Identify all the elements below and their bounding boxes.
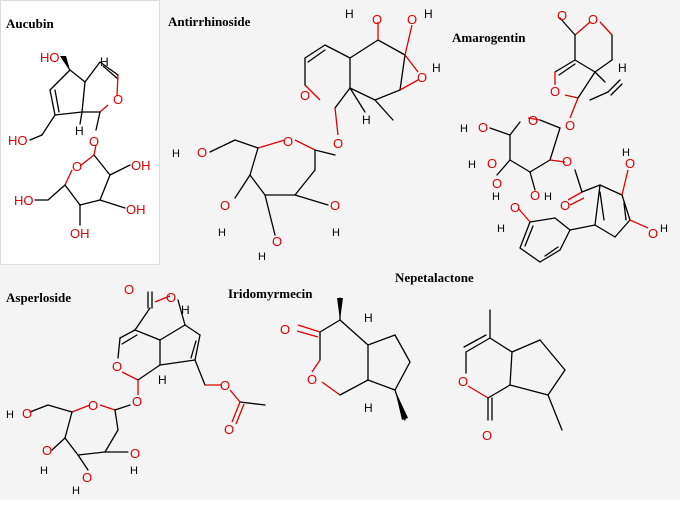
antirr-h-7: H [332,227,340,239]
antirr-o-7: O [330,198,340,213]
amaro-o-5: O [492,176,502,191]
asper-h-2: H [158,373,167,387]
amaro-h-6: H [544,191,552,203]
amaro-o-ring: O [550,84,560,99]
aucubin-glc-ring-o: O [72,159,82,174]
amaro-h-oh2: H [660,223,668,235]
aucubin-structure: HO O O O HO OH OH OH HO H H [8,50,151,241]
amaro-o-carbonyl: O [557,8,567,23]
lower-left-panel [0,265,270,500]
amaro-h-1: H [618,61,627,75]
asper-o-6: O [130,446,140,461]
asper-h-6: H [130,465,138,477]
asper-o-ch2: O [22,406,32,421]
antirr-epox-o: O [417,70,427,85]
amaro-h-oh3: H [497,223,505,235]
aucubin-oh-3: OH [70,226,90,241]
amaro-oh-2: O [648,226,658,241]
amaro-h-oh1: H [622,147,630,159]
amaro-o-sugar: O [528,113,538,128]
asper-h-5: H [72,485,80,497]
asper-h-4: H [40,465,48,477]
asper-o-sugar: O [88,398,98,413]
asper-o-ring: O [112,359,122,374]
amaro-oh-1: O [625,156,635,171]
antirrhinoside-panel [160,0,680,265]
amaro-h-5: H [492,191,500,203]
irido-h-2: H [364,401,373,415]
antirr-ring-o: O [300,88,310,103]
aucubin-ho-ch2: HO [8,133,28,148]
antirr-glc-ring-o: O [283,134,293,149]
asper-h-ch2: H [6,409,14,421]
asper-o-glyco: O [132,394,142,409]
asper-o-carbonyl: O [124,282,134,297]
aucubin-ring-o: O [113,92,123,107]
antirr-o-6: O [272,234,282,249]
nepeta-o-ring: O [458,374,468,389]
amaro-oh-3: O [510,200,520,215]
antirr-oh-1: O [372,12,382,27]
amaro-h-4: H [468,159,476,171]
amaro-o-ch2: O [478,120,488,135]
irido-o-carbonyl: O [280,322,290,337]
amaro-o-glyco: O [565,118,575,133]
nepeta-o-carbonyl: O [482,428,492,443]
aucubin-glyco-o: O [89,134,99,149]
antirr-h-5: H [218,227,226,239]
iridomyrmecin-title: Iridomyrmecin [228,286,313,301]
amaro-o-4: O [487,156,497,171]
aucubin-oh-2: OH [126,202,146,217]
nepetalactone-title: Nepetalactone [395,270,474,285]
antirr-h-1: H [345,7,354,21]
amaro-o-lactone: O [588,12,598,27]
antirr-h-ch2: H [172,148,180,160]
amarogentin-title: Amarogentin [452,30,526,45]
asper-o-lactone: O [166,290,176,305]
iridomyrmecin-structure: O O H H [280,297,411,421]
asperloside-structure: O O H O H O O O O O H O H O H O H [6,282,266,497]
aucubin-h-1: H [75,124,84,138]
antirr-glyco-o: O [333,136,343,151]
amaro-h-ch2: H [460,123,468,135]
irido-o-lactone: O [307,372,317,387]
aucubin-oh-1: OH [131,158,151,173]
antirr-o-5: O [220,198,230,213]
aucubin-ho-top: HO [40,50,60,65]
asper-h-1: H [181,303,190,317]
antirr-h-2: H [424,7,433,21]
asper-o-ester: O [220,378,230,393]
antirr-h-6: H [258,251,266,263]
asper-o-4: O [42,443,52,458]
asper-o-acetyl: O [224,422,234,437]
amaro-o-ester: O [562,154,572,169]
amaro-o-carbonyl-2: O [560,198,570,213]
aucubin-ho-4: HO [14,193,34,208]
asperloside-title: Asperloside [6,290,71,305]
stereo-marks [60,56,408,420]
aucubin-h-2: H [100,55,109,69]
aucubin-title: Aucubin [6,16,54,31]
antirr-oh-2: O [407,12,417,27]
antirrhinoside-structure: O O O O O O H H H H O H O H O H O H [172,7,441,263]
amaro-o-6: O [530,188,540,203]
antirrhinoside-title: Antirrhinoside [168,14,251,29]
nepetalactone-structure: O O [458,309,566,443]
asper-o-5: O [82,470,92,485]
antirr-o-ch2: O [197,145,207,160]
amarogentin-structure: O O O H O O O H O H O H O H O O O H O H … [460,8,668,263]
irido-h-1: H [364,311,373,325]
antirr-h-3: H [432,61,441,75]
antirr-h-4: H [362,113,371,127]
